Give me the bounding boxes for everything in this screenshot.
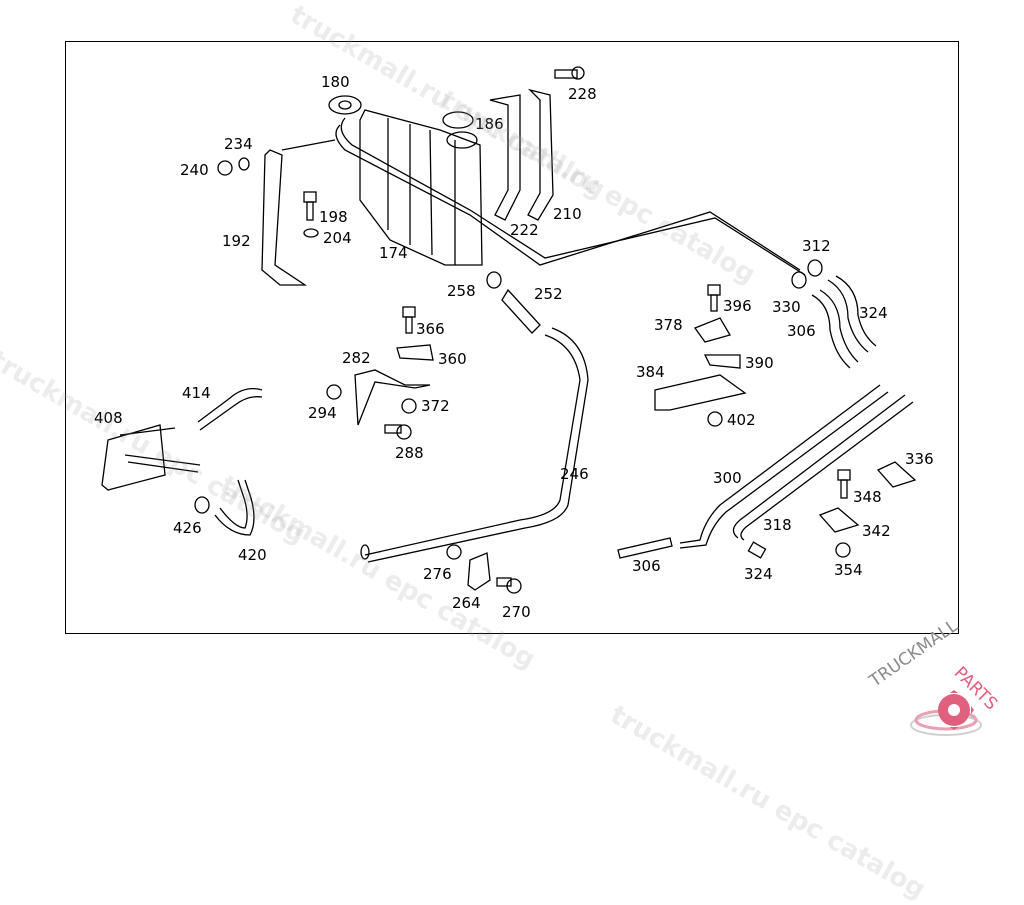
part-label[interactable]: 180 [321, 73, 350, 91]
part-label[interactable]: 330 [772, 298, 801, 316]
part-label[interactable]: 228 [568, 85, 597, 103]
part-label[interactable]: 282 [342, 349, 371, 367]
part-label[interactable]: 324 [744, 565, 773, 583]
part-label[interactable]: 210 [553, 205, 582, 223]
part-label[interactable]: 312 [802, 237, 831, 255]
part-label[interactable]: 360 [438, 350, 467, 368]
hose-414[interactable] [197, 387, 263, 431]
clamp-426[interactable] [194, 496, 210, 514]
bolt-288[interactable] [384, 424, 412, 440]
nut-354[interactable] [835, 542, 851, 558]
nut-294[interactable] [326, 384, 342, 400]
part-label[interactable]: 318 [763, 516, 792, 534]
clip-342[interactable] [818, 507, 860, 533]
clip-264[interactable] [467, 552, 491, 591]
nut-372[interactable] [401, 398, 417, 414]
nut-402[interactable] [707, 411, 723, 427]
hose-306-lower[interactable] [617, 537, 673, 559]
part-label[interactable]: 426 [173, 519, 202, 537]
bolt-396[interactable] [707, 284, 721, 312]
part-label[interactable]: 252 [534, 285, 563, 303]
clamp-330[interactable] [791, 271, 807, 289]
part-label[interactable]: 264 [452, 594, 481, 612]
part-label[interactable]: 240 [180, 161, 209, 179]
part-label[interactable]: 198 [319, 208, 348, 226]
part-label[interactable]: 408 [94, 409, 123, 427]
pipe-318[interactable] [732, 394, 914, 541]
part-label[interactable]: 174 [379, 244, 408, 262]
parts-diagram [101, 66, 917, 594]
clip-378[interactable] [693, 317, 731, 343]
part-label[interactable]: 372 [421, 397, 450, 415]
truckmallparts-logo: TRUCKMALL PARTS [856, 616, 1024, 750]
clip-360[interactable] [396, 344, 434, 361]
part-label[interactable]: 270 [502, 603, 531, 621]
part-label[interactable]: 396 [723, 297, 752, 315]
diagram-frame [65, 41, 959, 634]
part-label[interactable]: 186 [475, 115, 504, 133]
nut-276[interactable] [446, 544, 462, 560]
part-label[interactable]: 306 [632, 557, 661, 575]
nut-240[interactable] [217, 160, 233, 176]
bolt-228[interactable] [554, 66, 585, 80]
part-label[interactable]: 222 [510, 221, 539, 239]
part-label[interactable]: 336 [905, 450, 934, 468]
clip-336[interactable] [876, 461, 917, 488]
bracket-192[interactable] [261, 139, 336, 286]
part-label[interactable]: 234 [224, 135, 253, 153]
washer-204[interactable] [303, 228, 319, 238]
pipe-300[interactable] [679, 384, 889, 549]
part-label[interactable]: 204 [323, 229, 352, 247]
cap-186[interactable] [442, 111, 478, 149]
bracket-282[interactable] [354, 369, 431, 426]
part-label[interactable]: 414 [182, 384, 211, 402]
part-label[interactable]: 276 [423, 565, 452, 583]
bolt-270[interactable] [496, 577, 522, 594]
part-label[interactable]: 420 [238, 546, 267, 564]
bolt-366[interactable] [402, 306, 416, 334]
gear-logo-icon [910, 690, 982, 736]
hose-252[interactable] [501, 288, 541, 334]
bolt-198[interactable] [303, 191, 317, 221]
part-label[interactable]: 366 [416, 320, 445, 338]
part-label[interactable]: 324 [859, 304, 888, 322]
part-label[interactable]: 192 [222, 232, 251, 250]
hose-420[interactable] [214, 479, 255, 536]
hose-246[interactable] [360, 327, 589, 563]
part-label[interactable]: 258 [447, 282, 476, 300]
cap-180[interactable] [328, 95, 362, 115]
strap-222[interactable] [489, 94, 521, 221]
clamp-312[interactable] [807, 259, 823, 277]
hose-306[interactable] [811, 289, 859, 369]
part-label[interactable]: 354 [834, 561, 863, 579]
part-label[interactable]: 390 [745, 354, 774, 372]
bracket-408[interactable] [101, 424, 201, 491]
bolt-348[interactable] [837, 469, 851, 499]
hose-324[interactable] [827, 275, 877, 353]
strap-210[interactable] [527, 88, 554, 221]
part-label[interactable]: 306 [787, 322, 816, 340]
part-label[interactable]: 348 [853, 488, 882, 506]
part-label[interactable]: 402 [727, 411, 756, 429]
bracket-384[interactable] [654, 374, 747, 411]
part-label[interactable]: 288 [395, 444, 424, 462]
clamp-258[interactable] [486, 271, 502, 289]
part-label[interactable]: 294 [308, 404, 337, 422]
expansion-tank[interactable] [335, 109, 806, 276]
washer-234[interactable] [238, 157, 250, 171]
part-label[interactable]: 378 [654, 316, 683, 334]
part-label[interactable]: 246 [560, 465, 589, 483]
part-label[interactable]: 342 [862, 522, 891, 540]
part-label[interactable]: 384 [636, 363, 665, 381]
clip-390[interactable] [703, 354, 741, 369]
sleeve-324-lower[interactable] [747, 541, 767, 559]
part-label[interactable]: 300 [713, 469, 742, 487]
